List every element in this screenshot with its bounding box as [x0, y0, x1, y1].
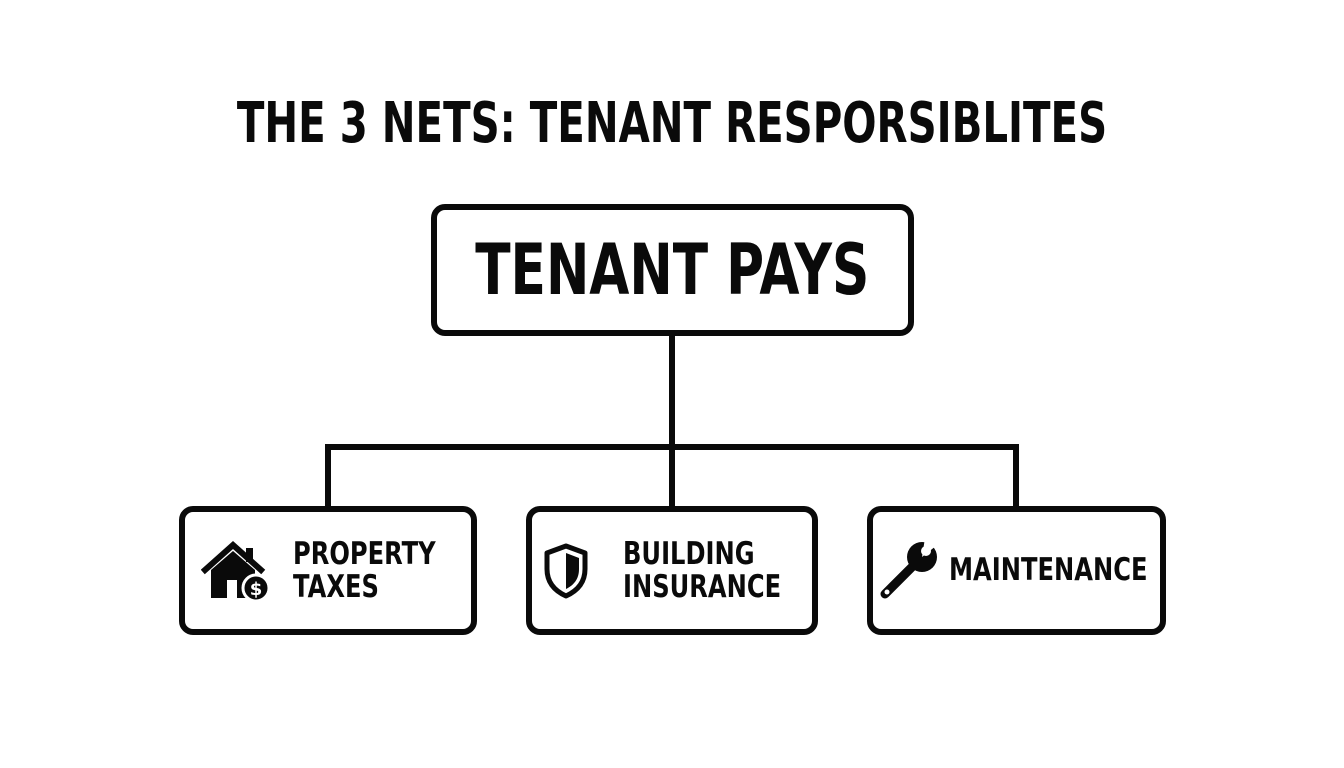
child-node-label: PROPERTY TAXES [293, 535, 436, 605]
shield-icon [544, 543, 588, 598]
child-node-building-insurance: BUILDING INSURANCE [526, 506, 818, 635]
root-node: TENANT PAYS [431, 204, 914, 336]
root-node-label: TENANT PAYS [475, 229, 870, 311]
child-node-maintenance: MAINTENANCE [867, 506, 1166, 635]
diagram-title: THE 3 NETS: TENANT RESPORSIBLITES [236, 91, 1108, 156]
child-node-label: BUILDING INSURANCE [623, 535, 782, 605]
child-node-label: MAINTENANCE [948, 552, 1147, 588]
house-dollar-icon: $ [201, 540, 271, 602]
wrench-icon [880, 537, 941, 598]
svg-text:$: $ [250, 579, 263, 600]
child-node-property-taxes: $ PROPERTY TAXES [179, 506, 477, 635]
